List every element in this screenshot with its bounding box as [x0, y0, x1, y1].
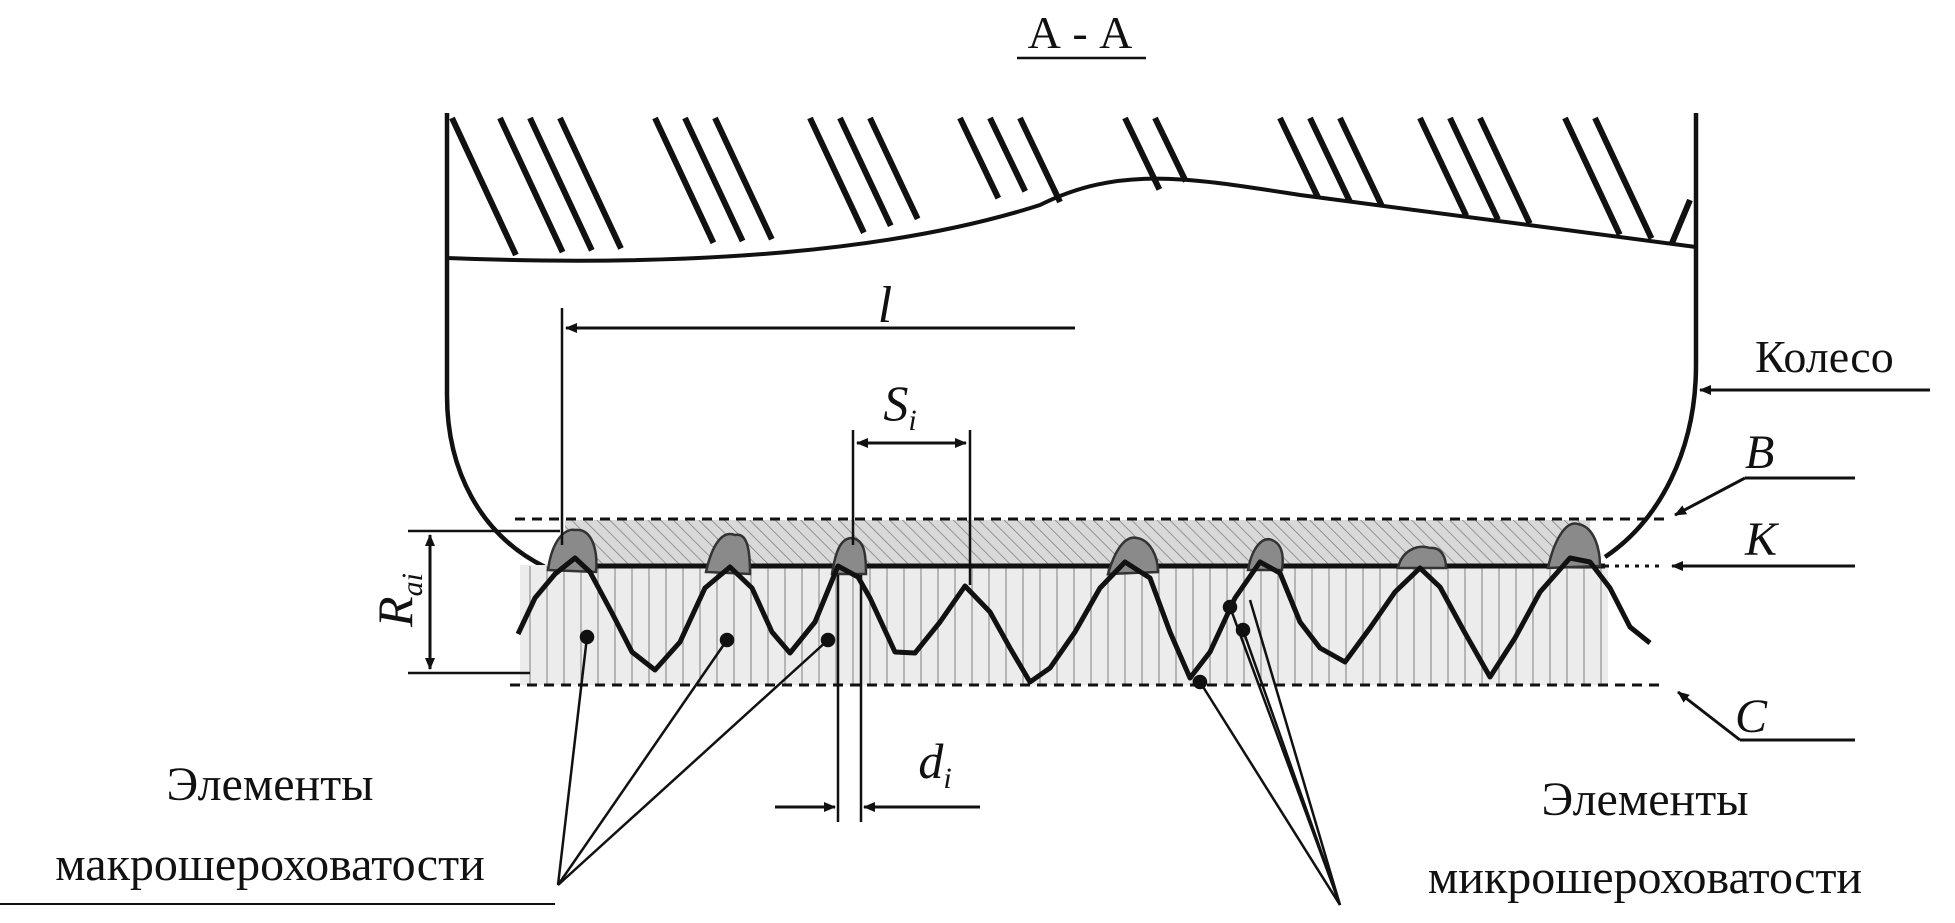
- hatch-stroke: [1337, 116, 1385, 207]
- pointer-c: [1677, 690, 1741, 742]
- micro-leader-1: [1198, 681, 1342, 906]
- section-title: А - А: [1028, 7, 1133, 58]
- label-line-b: B: [1745, 426, 1774, 479]
- hatch-stroke: [1477, 116, 1533, 225]
- micro-leader-4: [1248, 599, 1342, 906]
- hatch-stroke: [1447, 116, 1501, 221]
- micro-caption-line1: Элементы: [1542, 773, 1749, 826]
- label-rai-main: R: [367, 596, 423, 628]
- label-si: Si: [883, 375, 916, 437]
- label-di-main: d: [918, 733, 944, 789]
- hatch-stroke: [1017, 116, 1063, 204]
- hatch-stroke: [1307, 116, 1353, 203]
- micro-caption-line2: микрошероховатости: [1428, 851, 1862, 904]
- label-di-sub: i: [943, 762, 951, 795]
- hatch-stroke: [1592, 116, 1655, 240]
- peak-1: [546, 528, 598, 574]
- label-si-sub: i: [908, 404, 916, 437]
- profile-fill: [520, 565, 1608, 685]
- hatch-stroke: [1669, 198, 1693, 245]
- hatch-stroke: [1152, 116, 1189, 183]
- micro-leaders: [1192, 599, 1342, 906]
- hatch-stroke: [527, 116, 595, 252]
- hatch-stroke: [682, 116, 746, 243]
- pointer-b: [1674, 476, 1746, 517]
- macro-leader-2: [556, 639, 729, 886]
- hatch-stroke: [987, 116, 1028, 193]
- wheel-outline-right: [1603, 113, 1699, 559]
- wheel-inner-surface: [446, 176, 1697, 263]
- hatch-stroke: [957, 116, 1002, 200]
- hatch-stroke: [497, 116, 566, 254]
- label-wheel: Колесо: [1755, 331, 1894, 382]
- hatch-stroke: [652, 116, 717, 245]
- hatch-stroke: [1277, 116, 1321, 199]
- peak-2: [704, 532, 752, 576]
- wheel-outline: [444, 113, 546, 570]
- macro-leader-3: [557, 639, 829, 886]
- roughness-profile: [515, 555, 1652, 685]
- peak-6: [1396, 545, 1448, 570]
- hatch-stroke: [557, 116, 624, 250]
- label-rai: Rai: [367, 573, 429, 628]
- wheel-hatching: [449, 116, 1693, 257]
- label-line-c: C: [1735, 690, 1768, 743]
- macro-leaders: [556, 629, 836, 886]
- label-rai-sub: ai: [396, 573, 429, 596]
- label-l: l: [878, 277, 892, 334]
- peak-7: [1546, 522, 1602, 570]
- profile-fine-lines: [529, 566, 1602, 685]
- label-di: di: [918, 733, 951, 795]
- label-line-k: K: [1744, 513, 1780, 566]
- macro-leader-1: [556, 636, 589, 886]
- hatch-stroke: [1562, 116, 1623, 236]
- peak-5: [1246, 538, 1284, 572]
- macro-caption-line1: Элементы: [167, 758, 374, 811]
- label-si-main: S: [883, 375, 908, 431]
- hatch-stroke: [1417, 116, 1469, 218]
- hatch-stroke: [867, 116, 921, 221]
- micro-leader-3: [1241, 629, 1342, 906]
- hatch-stroke: [712, 116, 775, 241]
- macro-caption-line2: макрошероховатости: [55, 838, 485, 891]
- hatch-stroke: [837, 116, 894, 228]
- hatch-stroke: [449, 116, 519, 257]
- hatch-stroke: [807, 116, 867, 234]
